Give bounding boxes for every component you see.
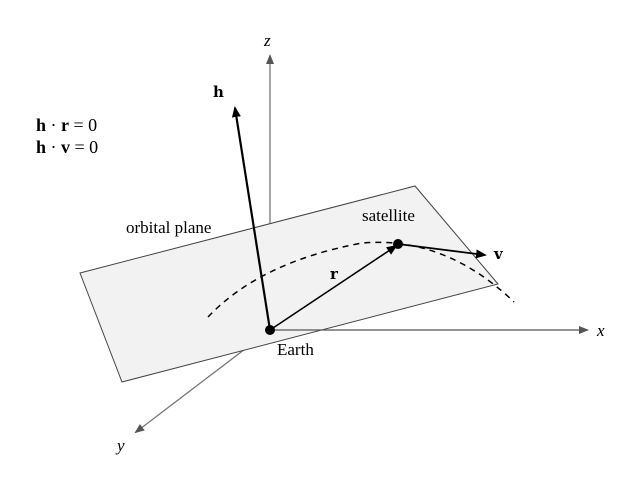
r-vector xyxy=(269,244,398,331)
v-vector-label: v xyxy=(493,245,504,263)
r-vector-label: r xyxy=(330,265,339,283)
equation-h-dot-r: h · r = 0 xyxy=(36,115,97,135)
y-axis-label: y xyxy=(115,436,125,455)
satellite-point xyxy=(393,239,403,249)
z-axis-label: z xyxy=(263,31,271,50)
orbital-plane-label: orbital plane xyxy=(126,218,211,237)
h-vector-label: h xyxy=(213,83,224,101)
orbital-plane xyxy=(79,185,499,383)
eq1-vector-h: h xyxy=(36,115,46,135)
earth-label: Earth xyxy=(277,340,314,359)
x-axis-label: x xyxy=(596,321,605,340)
satellite-label: satellite xyxy=(362,206,415,225)
h-vector xyxy=(231,106,272,331)
eq1-rhs: = 0 xyxy=(69,115,97,135)
equation-h-dot-v: h · v = 0 xyxy=(36,137,98,157)
v-vector xyxy=(397,243,487,259)
eq2-rhs: = 0 xyxy=(70,137,98,157)
orbit-path xyxy=(207,241,515,318)
eq1-vector-r: r xyxy=(61,115,69,135)
eq2-vector-h: h xyxy=(36,137,46,157)
eq1-dot: · xyxy=(46,115,61,135)
eq2-dot: · xyxy=(46,137,61,157)
earth-point xyxy=(265,325,275,335)
eq2-vector-v: v xyxy=(61,137,70,157)
